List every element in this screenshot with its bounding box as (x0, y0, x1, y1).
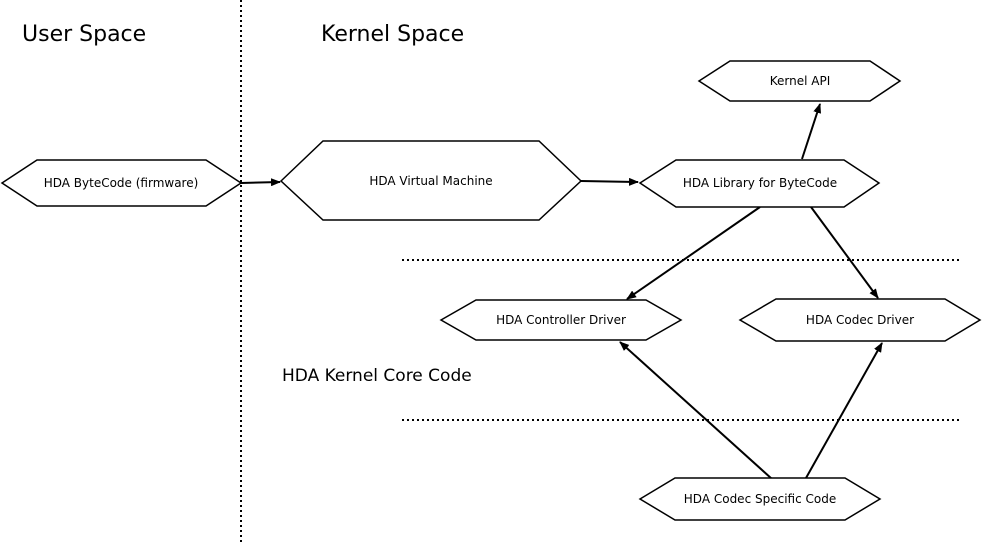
svg-text:HDA Virtual Machine: HDA Virtual Machine (369, 174, 492, 188)
node-virtual-machine[interactable]: HDA Virtual Machine (279, 140, 583, 221)
kernel-core-label: HDA Kernel Core Code (282, 366, 472, 386)
edge-library-to-codec-driver (810, 206, 879, 299)
svg-text:HDA ByteCode (firmware): HDA ByteCode (firmware) (44, 176, 199, 190)
edge-library-to-controller-driver (626, 206, 761, 300)
node-codec-driver[interactable]: HDA Codec Driver (738, 298, 982, 342)
svg-text:HDA Library for ByteCode: HDA Library for ByteCode (683, 176, 837, 190)
edge-bytecode-to-vm (240, 178, 281, 187)
node-kernel-api[interactable]: Kernel API (697, 60, 902, 102)
edge-codec-specific-to-controller-driver (619, 341, 773, 480)
edge-library-to-kernel-api (801, 103, 822, 160)
svg-text:HDA Codec Driver: HDA Codec Driver (806, 313, 914, 327)
node-library-for-bytecode[interactable]: HDA Library for ByteCode (638, 159, 881, 208)
svg-text:Kernel API: Kernel API (770, 74, 831, 88)
node-bytecode-firmware[interactable]: HDA ByteCode (firmware) (0, 159, 243, 207)
svg-text:HDA Codec Specific Code: HDA Codec Specific Code (684, 492, 836, 506)
svg-text:HDA Controller Driver: HDA Controller Driver (496, 313, 626, 327)
edge-codec-specific-to-codec-driver (805, 342, 883, 479)
node-controller-driver[interactable]: HDA Controller Driver (439, 299, 683, 341)
user-space-label: User Space (22, 22, 146, 47)
edge-vm-to-library (580, 177, 639, 186)
node-codec-specific-code[interactable]: HDA Codec Specific Code (638, 477, 882, 521)
kernel-space-label: Kernel Space (321, 22, 464, 47)
